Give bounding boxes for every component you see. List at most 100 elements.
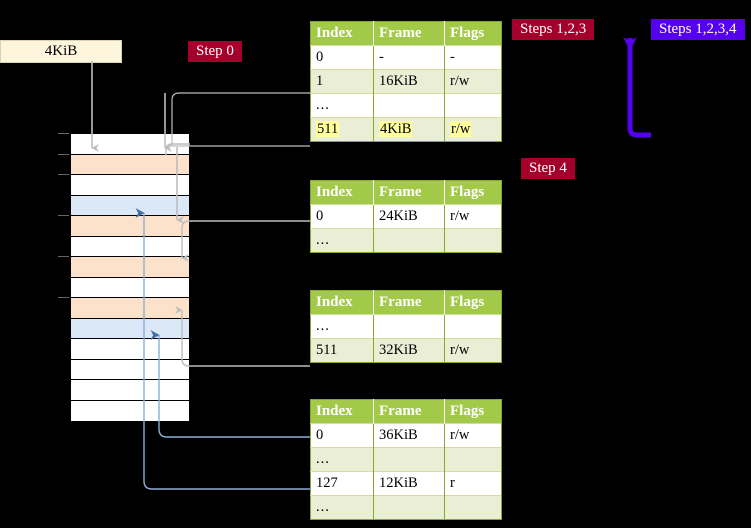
- memory-frame-row: [70, 399, 190, 422]
- memory-frame-row: [70, 215, 190, 237]
- cell-frame: [373, 447, 445, 472]
- col-header-index: Index: [310, 180, 374, 205]
- col-header-frame: Frame: [373, 399, 445, 424]
- cell-flags: r: [444, 471, 502, 496]
- cell-flags: r/w: [444, 204, 502, 229]
- memory-frame-row: [70, 379, 190, 401]
- table-row: 0 24KiB r/w: [310, 204, 502, 229]
- memory-frame-tick: [58, 297, 69, 298]
- cell-index: 511: [310, 338, 374, 363]
- cell-index: ...: [310, 228, 374, 253]
- cell-index: ...: [310, 314, 374, 339]
- cell-frame: [373, 228, 445, 253]
- col-header-index: Index: [310, 399, 374, 424]
- cell-flags: r/w: [444, 117, 502, 142]
- col-header-frame: Frame: [373, 21, 445, 46]
- memory-frame-row: [70, 194, 190, 217]
- table-row: 127 12KiB r: [310, 471, 502, 496]
- connector-pdp-row0: [181, 220, 310, 262]
- memory-frame-tick: [58, 153, 69, 155]
- badge-step-4: Step 4: [521, 158, 575, 179]
- page-table-pml4: Index Frame Flags 0 - - 1 16KiB r/w ...: [310, 21, 502, 142]
- frame-4kib-box: 4KiB: [0, 40, 122, 63]
- memory-frame-tick: [58, 133, 69, 134]
- table-row: 511 4KiB r/w: [310, 117, 502, 142]
- memory-frame-row: [70, 174, 190, 196]
- page-table-pd: Index Frame Flags ... 511 32KiB r/w: [310, 290, 502, 363]
- badge-step-0: Step 0: [188, 41, 242, 62]
- col-header-index: Index: [310, 290, 374, 315]
- badge-steps-1-2-3-4: Steps 1,2,3,4: [651, 19, 745, 40]
- table-row: ...: [310, 495, 502, 520]
- memory-frame-tick: [58, 215, 69, 216]
- memory-frame-row: [70, 297, 190, 319]
- cell-flags: [444, 93, 502, 118]
- col-header-frame: Frame: [373, 290, 445, 315]
- badge-steps-1-2-3-label: Steps 1,2,3: [520, 21, 587, 37]
- cell-flags: [444, 495, 502, 520]
- cell-index: ...: [310, 447, 374, 472]
- memory-frame-row: [70, 153, 190, 176]
- table-row: ...: [310, 93, 502, 118]
- cell-index: ...: [310, 93, 374, 118]
- cell-index: ...: [310, 495, 374, 520]
- cell-flags: -: [444, 45, 502, 70]
- cell-flags: r/w: [444, 338, 502, 363]
- cell-frame: -: [373, 45, 445, 70]
- cell-frame: 12KiB: [373, 471, 445, 496]
- cell-frame: 32KiB: [373, 338, 445, 363]
- cell-flags: [444, 314, 502, 339]
- col-header-flags: Flags: [444, 180, 502, 205]
- cell-frame: [373, 314, 445, 339]
- table-row: 1 16KiB r/w: [310, 69, 502, 94]
- memory-frame-row: [70, 256, 190, 278]
- badge-step-0-label: Step 0: [196, 43, 234, 59]
- memory-frame-row: [70, 358, 190, 381]
- physical-memory-grid: [58, 133, 190, 422]
- col-header-frame: Frame: [373, 180, 445, 205]
- col-header-flags: Flags: [444, 21, 502, 46]
- cell-frame-text: 4KiB: [379, 121, 413, 137]
- connector-pml4-511: [171, 92, 310, 147]
- col-header-index: Index: [310, 21, 374, 46]
- table-header-row: Index Frame Flags: [310, 290, 502, 315]
- page-table-pt: Index Frame Flags 0 36KiB r/w ... 127 12…: [310, 399, 502, 520]
- table-header-row: Index Frame Flags: [310, 21, 502, 46]
- badge-step-4-label: Step 4: [529, 160, 567, 176]
- memory-frame-tick: [58, 256, 69, 257]
- cell-flags: [444, 228, 502, 253]
- cell-index-text: 511: [316, 121, 340, 137]
- cell-flags: r/w: [444, 69, 502, 94]
- col-header-flags: Flags: [444, 399, 502, 424]
- connector-pd-row511: [175, 306, 310, 367]
- memory-frame-row: [70, 235, 190, 258]
- cell-flags: [444, 447, 502, 472]
- memory-frame-tick: [58, 174, 69, 175]
- page-table-pdp: Index Frame Flags 0 24KiB r/w ...: [310, 180, 502, 253]
- frame-4kib-label: 4KiB: [44, 43, 78, 59]
- table-row: ...: [310, 228, 502, 253]
- table-header-row: Index Frame Flags: [310, 180, 502, 205]
- memory-frame-row: [70, 338, 190, 360]
- memory-frame-row: [70, 276, 190, 299]
- table-row: 0 - -: [310, 45, 502, 70]
- cell-frame: 36KiB: [373, 423, 445, 448]
- cell-flags-text: r/w: [450, 121, 472, 137]
- cell-frame: [373, 495, 445, 520]
- table-row: ...: [310, 447, 502, 472]
- table-row: 0 36KiB r/w: [310, 423, 502, 448]
- cell-frame: [373, 93, 445, 118]
- cell-index: 0: [310, 204, 374, 229]
- col-header-flags: Flags: [444, 290, 502, 315]
- cell-index: 0: [310, 423, 374, 448]
- cell-frame: 16KiB: [373, 69, 445, 94]
- memory-frame-row: [70, 317, 190, 340]
- cell-index: 511: [310, 117, 374, 142]
- table-header-row: Index Frame Flags: [310, 399, 502, 424]
- arrow-steps-1-2-3-4: [623, 37, 651, 138]
- cell-frame: 24KiB: [373, 204, 445, 229]
- cell-index: 0: [310, 45, 374, 70]
- cell-index: 1: [310, 69, 374, 94]
- cell-frame: 4KiB: [373, 117, 445, 142]
